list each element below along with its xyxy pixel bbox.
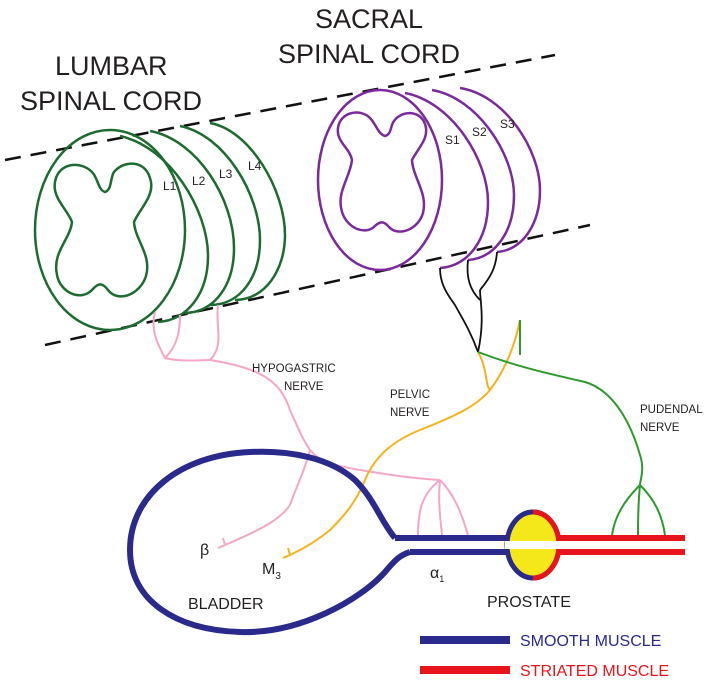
beta-receptor-label: β — [200, 542, 209, 559]
legend-striated-label: STRIATED MUSCLE — [520, 663, 669, 680]
m3-base: M — [262, 561, 275, 578]
sacral-title-line2: SPINAL CORD — [278, 39, 460, 69]
legend-smooth-label: SMOOTH MUSCLE — [520, 633, 661, 650]
hypogastric-label-line1: HYPOGASTRIC — [252, 363, 336, 375]
lumbar-cross-section-outer — [33, 128, 187, 332]
lumbar-title-line1: LUMBAR — [55, 51, 168, 81]
alpha1-receptor-label: α1 — [430, 565, 444, 584]
alpha-subscript: 1 — [439, 574, 444, 584]
pudendal-nerve — [477, 320, 666, 536]
pudendal-label-line2: NERVE — [640, 422, 680, 434]
segment-label-l1: L1 — [163, 179, 177, 193]
sacral-segment-1 — [404, 91, 490, 270]
hypogastric-nerve — [152, 304, 469, 549]
sacral-cross-section-outer — [316, 88, 444, 272]
lumbar-segment-1 — [119, 134, 210, 324]
pelvic-label-line1: PELVIC — [390, 389, 430, 401]
sacral-segment-2 — [431, 88, 516, 262]
segment-label-s2: S2 — [472, 125, 487, 139]
segment-label-s1: S1 — [445, 133, 460, 147]
urethra-striated — [560, 535, 685, 555]
lumbar-segment-2 — [149, 129, 236, 315]
prostate-label: PROSTATE — [487, 594, 571, 611]
m3-receptor-label: M3 — [262, 561, 281, 582]
pudendal-label-line1: PUDENDAL — [640, 404, 703, 416]
pelvic-label-line2: NERVE — [390, 407, 430, 419]
m3-subscript: 3 — [275, 571, 281, 582]
sacral-spinal-cord — [316, 86, 542, 272]
alpha-base: α — [430, 565, 439, 582]
lumbar-title-line2: SPINAL CORD — [20, 86, 202, 116]
bladder-and-urethra — [126, 448, 512, 636]
sacral-title-line1: SACRAL — [315, 4, 423, 34]
segment-label-l3: L3 — [219, 167, 233, 181]
lumbar-segment-3 — [179, 124, 262, 307]
bladder-label: BLADDER — [188, 596, 264, 613]
prostate — [504, 509, 565, 581]
segment-label-l4: L4 — [248, 159, 262, 173]
upper-dashed-line — [4, 53, 556, 162]
pelvic-nerve — [282, 319, 521, 559]
sacral-gray-matter — [336, 111, 428, 233]
lumbar-spinal-cord — [33, 121, 287, 332]
hypogastric-label-line2: NERVE — [284, 381, 324, 393]
lumbar-gray-matter — [53, 162, 153, 298]
sacral-segment-3 — [459, 86, 542, 254]
lumbar-segment-4 — [209, 121, 287, 302]
segment-label-s3: S3 — [500, 117, 515, 131]
segment-label-l2: L2 — [192, 174, 206, 188]
sacral-roots — [439, 251, 498, 353]
bladder-wall — [126, 448, 411, 636]
